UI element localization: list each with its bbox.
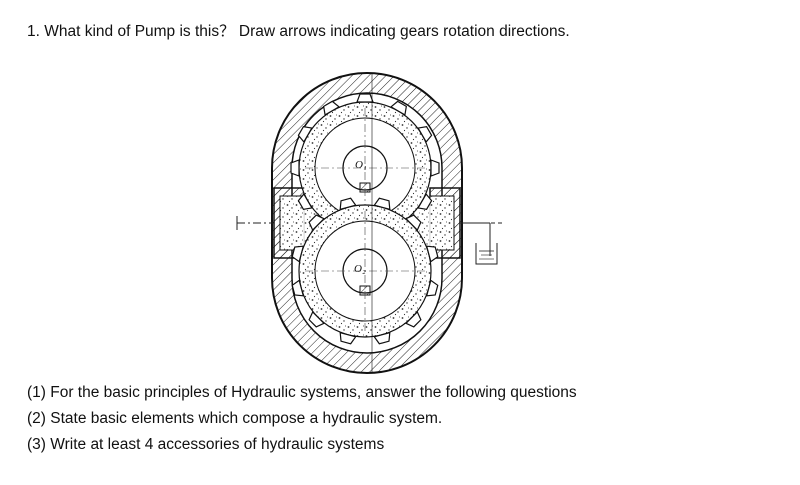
gear-label-o1: O₁: [355, 159, 367, 171]
gear-label-o2: O₂: [354, 263, 366, 275]
reservoir-tank: [460, 222, 502, 265]
sub-question-2: (2) State basic elements which compose a…: [27, 410, 443, 427]
bottom-gear: [291, 197, 439, 345]
gear-pump-diagram: O₁ O₂: [232, 68, 532, 378]
outlet-port: [429, 187, 461, 259]
sub-question-3: (3) Write at least 4 accessories of hydr…: [27, 436, 385, 453]
top-gear: [290, 93, 440, 243]
sub-question-1: (1) For the basic principles of Hydrauli…: [27, 384, 577, 401]
question-title: 1. What kind of Pump is this？ Draw arrow…: [27, 23, 570, 40]
